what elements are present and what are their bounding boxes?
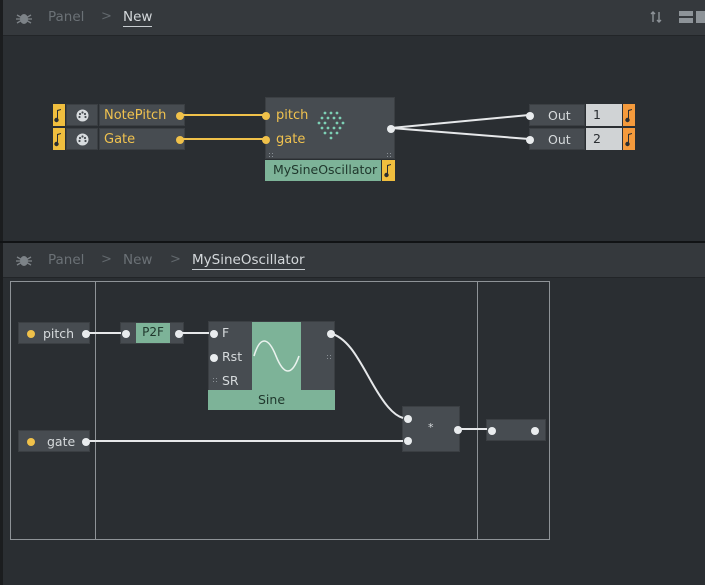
top-panel: Panel > New NotePitch Gate [0, 0, 705, 243]
module-note-tag [382, 160, 395, 181]
bug-icon [16, 14, 32, 24]
wire-out-1 [390, 114, 530, 129]
sr-grip-icon [212, 377, 218, 383]
sine-out-port[interactable] [327, 330, 335, 338]
module-pitch-in-port[interactable] [262, 112, 270, 120]
breadcrumb-new[interactable]: New [123, 9, 153, 27]
midi-icon [76, 109, 89, 122]
module-mysineoscillator[interactable]: pitch gate [262, 97, 395, 159]
sine-rst-label: Rst [222, 349, 243, 364]
note-icon [625, 109, 632, 123]
sort-icon[interactable] [649, 10, 663, 24]
module-p2f[interactable]: P2F [120, 322, 184, 344]
module-multiply[interactable]: * [402, 406, 462, 452]
top-breadcrumb-bar: Panel > New [3, 0, 705, 36]
output-2-index[interactable]: 2 [586, 128, 622, 150]
multiply-out-port[interactable] [454, 426, 462, 434]
sine-wave-icon [253, 340, 300, 372]
bottom-output[interactable] [486, 419, 546, 441]
output-out-port[interactable] [531, 427, 539, 435]
output-out-1[interactable]: Out [526, 104, 585, 126]
note-icon [54, 133, 61, 147]
sine-f-label: F [222, 325, 230, 340]
out-2-in-port[interactable] [526, 136, 534, 144]
module-gate-label: gate [276, 132, 306, 147]
input-gate-label: gate [47, 434, 76, 449]
structure-frame [10, 281, 550, 540]
note-tag [623, 128, 635, 150]
input-pitch-label: pitch [43, 326, 75, 341]
resize-grip-icon[interactable] [268, 152, 274, 158]
sine-display [252, 322, 301, 390]
multiply-in-1-port[interactable] [404, 415, 412, 423]
structure-divider [477, 281, 478, 540]
breadcrumb-separator: > [101, 9, 112, 24]
module-name-plate[interactable]: MySineOscillator [265, 160, 381, 181]
output-out-2-label: Out [548, 132, 571, 147]
sine-name-plate[interactable]: Sine [208, 390, 335, 410]
input-gate[interactable]: gate [18, 430, 90, 452]
p2f-out-port[interactable] [175, 330, 183, 338]
breadcrumb-separator: > [170, 252, 181, 267]
module-pitch-label: pitch [276, 108, 309, 123]
out-1-in-port[interactable] [526, 112, 534, 120]
top-output-group: Out 1 Out 2 [526, 104, 637, 150]
sine-sr-label: SR [222, 373, 239, 388]
module-out-port[interactable] [387, 125, 395, 133]
note-icon [625, 133, 632, 147]
midi-icon [76, 133, 89, 146]
sine-f-in-port[interactable] [210, 330, 218, 338]
pitch-indicator [27, 330, 35, 338]
input-gate-label: Gate [104, 132, 136, 147]
gate-midi-slot[interactable] [66, 128, 98, 150]
notepitch-midi-slot[interactable] [66, 104, 98, 126]
note-icon [384, 164, 391, 178]
structure-divider [95, 281, 96, 540]
multiply-in-2-port[interactable] [404, 437, 412, 445]
top-input-group: NotePitch Gate [53, 104, 185, 150]
module-gate-in-port[interactable] [262, 136, 270, 144]
sine-rst-in-port[interactable] [210, 354, 218, 362]
resize-grip-icon[interactable] [386, 152, 392, 158]
gate-out-port[interactable] [82, 438, 90, 446]
bottom-breadcrumb-bar: Panel > New > MySineOscillator [3, 243, 705, 278]
note-icon [54, 109, 61, 123]
p2f-label: P2F [136, 323, 170, 343]
output-out-1-label: Out [548, 108, 571, 123]
bottom-panel: Panel > New > MySineOscillator pitch gat… [0, 243, 705, 585]
note-tag [53, 104, 65, 126]
module-icon [317, 111, 345, 140]
input-pitch[interactable]: pitch [18, 322, 90, 344]
input-notepitch-label: NotePitch [104, 108, 167, 123]
bug-icon [16, 256, 32, 266]
sine-grip-icon [326, 354, 332, 360]
breadcrumb-panel[interactable]: Panel [48, 9, 85, 25]
p2f-in-port[interactable] [122, 330, 130, 338]
gate-indicator [27, 438, 35, 446]
multiply-label: * [428, 421, 434, 434]
breadcrumb-mysineoscillator[interactable]: MySineOscillator [192, 252, 305, 270]
layout-icon[interactable] [679, 11, 705, 24]
output-1-index[interactable]: 1 [586, 104, 622, 126]
gate-out-port[interactable] [176, 136, 184, 144]
input-notepitch[interactable]: NotePitch [99, 104, 185, 126]
output-in-port[interactable] [488, 427, 496, 435]
note-tag [623, 104, 635, 126]
note-tag [53, 128, 65, 150]
input-gate[interactable]: Gate [99, 128, 185, 150]
wire-out-2 [390, 127, 530, 140]
pitch-out-port[interactable] [82, 330, 90, 338]
breadcrumb-new[interactable]: New [123, 252, 153, 268]
output-out-2[interactable]: Out [526, 128, 585, 150]
notepitch-out-port[interactable] [176, 112, 184, 120]
breadcrumb-panel[interactable]: Panel [48, 252, 85, 268]
breadcrumb-separator: > [101, 252, 112, 267]
